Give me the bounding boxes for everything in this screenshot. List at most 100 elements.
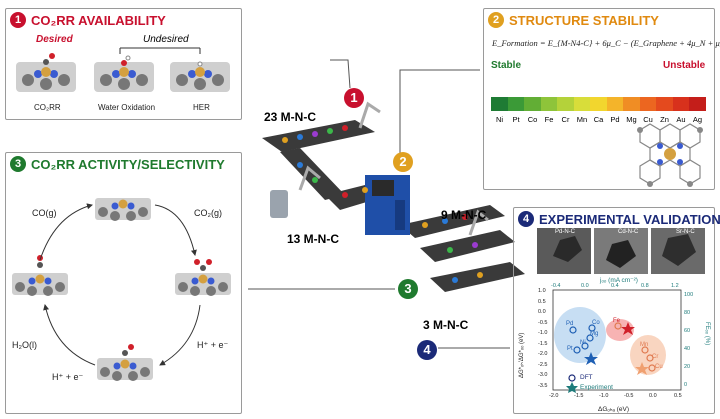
stability-bar-segment [623,97,640,111]
scatter-point-co: Co [592,320,600,326]
label-3-mnc: 3 M-N-C [423,318,469,332]
label-9-mnc: 9 M-N-C [441,208,487,222]
stability-bar-segment [590,97,607,111]
y2ticks-label: 20 [684,364,691,370]
tem-label-2: Cd-N-C [618,229,639,235]
panel-structure-stability [483,8,715,190]
species-proton-electron-1: H⁺ + e⁻ [197,340,229,350]
panel3-number: 3 [10,156,26,172]
yticks-label: 0.5 [538,298,546,305]
scatter-point-cr: Cr [652,354,659,360]
scatter-point-cu: Cu [655,364,663,370]
metal-label-cr: Cr [561,115,570,124]
stability-bar-segment [606,97,623,111]
yticks-label: -2.5 [538,361,548,368]
topticks-label: 0.4 [611,283,619,289]
robot-arms [298,101,489,236]
catalyst-her [170,61,230,92]
unstable-label: Unstable [663,60,706,71]
metal-label-zn: Zn [660,115,669,124]
scatter-y2label: FEₒₒ (%) [704,322,710,346]
metal-label-cu: Cu [643,115,653,124]
panel1-title: CO₂RR AVAILABILITY [31,12,166,28]
scatter-ylabel: ΔG*ₒₕ′ΔG*ₒₒ (eV) [519,332,525,378]
y2ticks-label: 60 [684,328,691,334]
factory-machine [365,175,410,235]
xticks-label: -1.0 [599,393,609,399]
catalyst-balls [282,125,483,283]
desired-label: Desired [36,34,73,45]
yticks-label: 1.0 [538,288,546,294]
yticks-label: -1.5 [538,340,548,347]
species-proton-electron-2: H⁺ + e⁻ [52,372,84,382]
tem-label-1: Pd-N-C [555,229,576,235]
metal-label-fe: Fe [544,115,554,124]
stability-bar-segment [656,97,673,111]
panel3-title: CO₂RR ACTIVITY/SELECTIVITY [31,156,225,172]
stability-bar-segment [639,97,656,111]
label-23-mnc: 23 M-N-C [264,110,317,124]
yticks-label: -0.5 [538,319,548,326]
cycle-slab-bottom [97,344,153,381]
step-marker-4: 4 [417,340,437,360]
panel4-title: EXPERIMENTAL VALIDATION [539,211,720,227]
panel-experimental-validation [513,207,715,414]
xticks-label: 0.5 [674,393,682,399]
stability-bar-segment [689,97,706,111]
undesired-label: Undesired [143,34,189,45]
xticks-label: 0.0 [649,393,657,399]
cycle-slab-right [175,259,231,296]
species-water: H₂O(l) [12,340,37,350]
metal-label-mg: Mg [626,115,637,124]
y2ticks-label: 100 [684,292,694,298]
stable-label: Stable [491,60,522,71]
topticks-label: 0.8 [641,283,649,289]
yticks-label: -3.5 [538,382,548,389]
metal-label-ca: Ca [593,115,604,124]
panel1-number: 1 [10,12,26,28]
yticks-label: 0.0 [538,309,546,315]
metal-label-mn: Mn [576,115,588,124]
xticks-label: -2.0 [549,393,559,399]
step-marker-3: 3 [398,279,418,299]
scatter-point-pt: Pt [567,346,573,352]
legend-dft: DFT [580,374,593,381]
step-marker-2: 2 [393,152,413,172]
metal-label-au: Au [676,115,686,124]
label-13-mnc: 13 M-N-C [287,232,340,246]
panel2-header: 2 STRUCTURE STABILITY [488,12,659,28]
stability-bar-segment [672,97,689,111]
y2ticks-label: 0 [684,382,688,388]
legend-experiment: Experiment [580,384,613,391]
panel2-title: STRUCTURE STABILITY [509,12,659,28]
panel4-header: 4 EXPERIMENTAL VALIDATION [518,211,720,227]
species-co-gas: CO(g) [32,208,57,218]
scatter-xlabel: ΔGₒₕₐ (eV) [598,406,629,413]
scatter-point-mn: Mn [640,342,649,348]
tank [270,190,288,218]
yticks-label: -1.0 [538,330,548,336]
stability-bar-segment [557,97,574,111]
stability-bar-segment [491,97,508,111]
metal-label-pt: Pt [512,115,520,124]
step-marker-1: 1 [344,88,364,108]
panel2-number: 2 [488,12,504,28]
panel1-header: 1 CO₂RR AVAILABILITY [10,12,166,28]
catalyst-co2rr [16,53,76,92]
topticks-label: 0.0 [581,283,589,289]
tem-label-3: Sr-N-C [676,229,695,235]
topticks-label: 1.2 [671,283,679,289]
panel-activity-selectivity [5,152,242,414]
scatter-point-fe: Fe [613,318,621,324]
y2ticks-label: 80 [684,310,691,316]
metal-label-ag: Ag [692,115,703,124]
scatter-point-mg: Mg [590,331,599,337]
yticks-label: -2.0 [538,351,548,357]
metal-label-co: Co [527,115,538,124]
